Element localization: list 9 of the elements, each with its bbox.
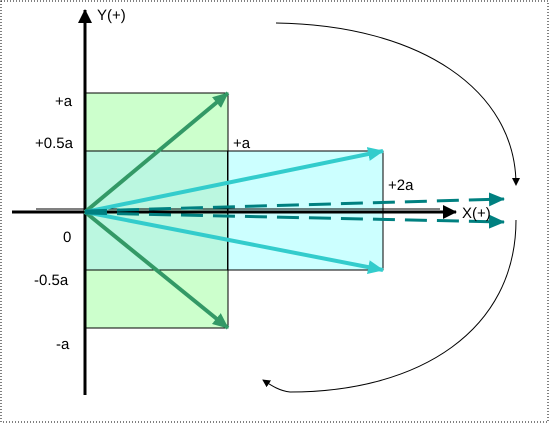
tick-label: -a <box>56 336 70 353</box>
tick-label: -0.5a <box>34 272 68 289</box>
tick-label: +2a <box>388 177 414 194</box>
axis-label: X(+) <box>462 205 491 222</box>
axis-label: Y(+) <box>97 7 126 24</box>
tick-label: 0 <box>63 229 72 246</box>
tick-label: +a <box>233 135 250 152</box>
tick-label: +0.5a <box>35 135 73 152</box>
tick-label: +a <box>55 93 72 110</box>
